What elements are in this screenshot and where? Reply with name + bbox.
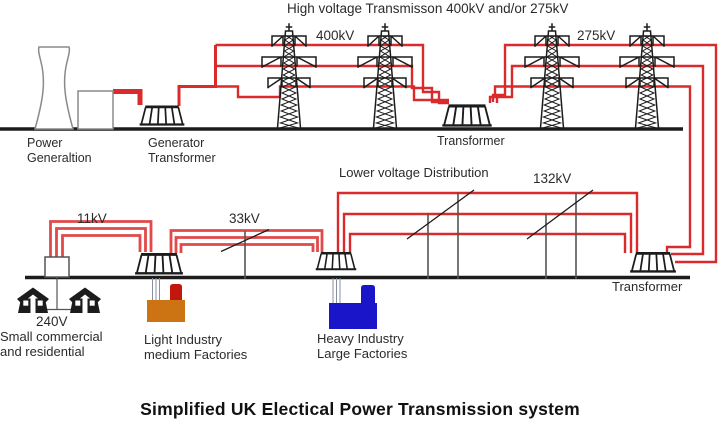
heavy-industry-factory-icon (329, 285, 377, 329)
label-distribution-transformer: Transformer (612, 279, 683, 294)
residential-service-drop (43, 277, 79, 311)
cooling-tower (34, 46, 74, 130)
main-title: Simplified UK Electical Power Transmissi… (140, 399, 580, 419)
power-station-building (77, 90, 114, 130)
distribution-lines-11kv (49, 220, 153, 257)
light-industry-factory-icon (147, 284, 185, 322)
label-400kv: 400kV (316, 28, 355, 43)
label-small-commercial: Small commercial and residential (0, 329, 103, 359)
pylon-400kv-2 (357, 23, 413, 129)
distribution-lines-33kv (169, 229, 324, 253)
label-generator-transformer: Generator Transformer (148, 136, 216, 165)
label-11kv: 11kV (77, 211, 107, 226)
generator-transformer-symbol (138, 105, 186, 126)
label-240v: 240V (36, 314, 68, 329)
distribution-transformer-symbol (628, 251, 678, 273)
label-33kv: 33kV (229, 211, 260, 226)
light-industry-feed-wires (152, 278, 160, 300)
heavy-industry-feed-wires (332, 278, 341, 303)
label-275kv: 275kV (577, 28, 616, 43)
pole-transformer-box (44, 256, 70, 278)
house-icon-2 (69, 287, 101, 313)
pylon-275kv-2 (619, 23, 675, 129)
distribution-poles-132kv (406, 189, 594, 279)
label-grid-transformer: Transformer (437, 134, 505, 148)
top-title: High voltage Transmisson 400kV and/or 27… (287, 1, 569, 16)
label-heavy-industry: Heavy Industry Large Factories (317, 331, 408, 361)
label-power-generation: Power Generaltion (27, 136, 92, 165)
label-lower-voltage: Lower voltage Distribution (339, 165, 489, 180)
primary-transformer-symbol (133, 252, 185, 275)
label-132kv: 132kV (533, 171, 572, 186)
distribution-pole-33kv (220, 228, 270, 279)
distribution-lines-132kv (336, 191, 639, 253)
grid-transformer-symbol (440, 104, 494, 127)
house-icon-1 (17, 287, 49, 313)
label-light-industry: Light Industry medium Factories (144, 332, 248, 362)
heavy-industry-transformer-symbol (314, 252, 358, 271)
pylon-275kv-1 (524, 23, 580, 129)
pylon-400kv-1 (261, 23, 317, 129)
